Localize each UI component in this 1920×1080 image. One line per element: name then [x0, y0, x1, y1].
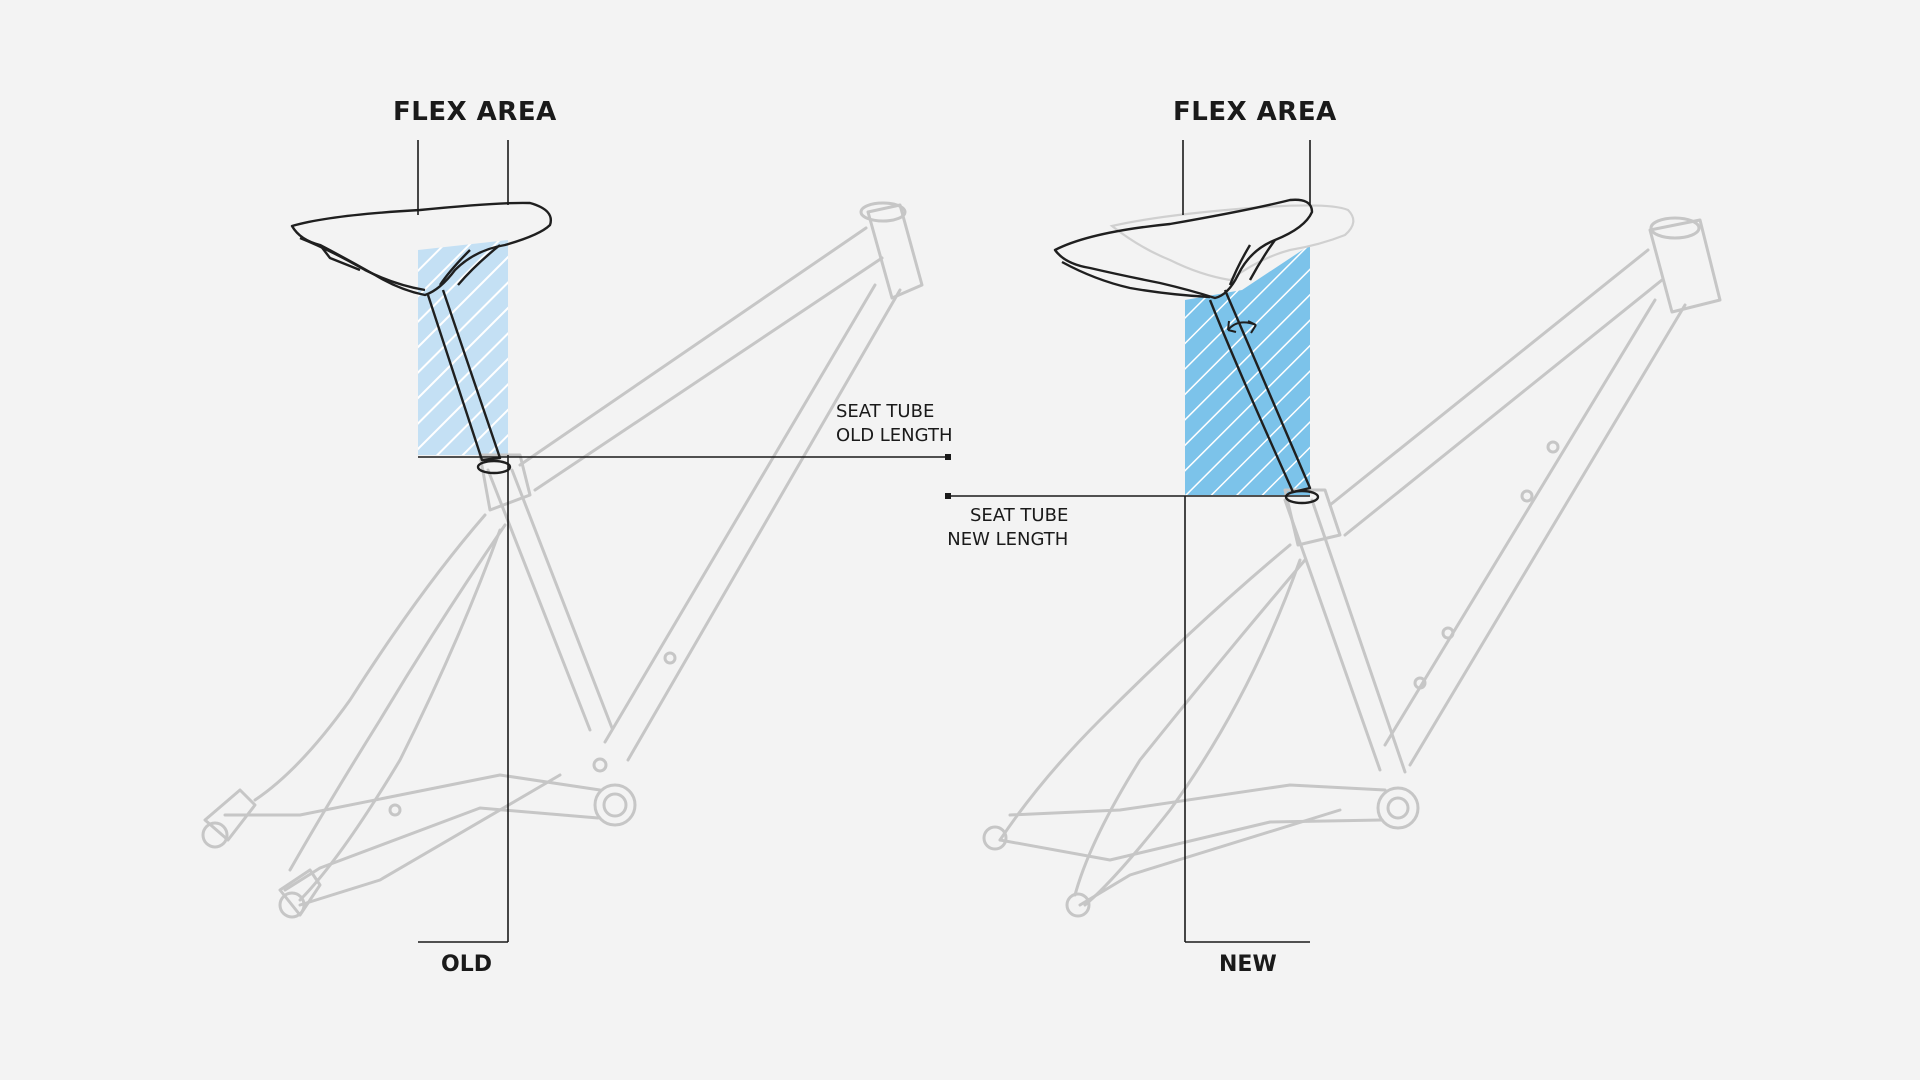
old-saddle [290, 201, 552, 297]
old-bike-frame [201, 201, 924, 919]
seat-tube-old-line1: SEAT TUBE [836, 401, 935, 422]
seat-tube-new-line2: NEW LENGTH [947, 529, 1069, 550]
old-caption: OLD [441, 952, 492, 977]
annotation-lines [417, 140, 1311, 943]
seat-tube-old-line2: OLD LENGTH [836, 425, 953, 446]
flex-area-left-label: FLEX AREA [393, 97, 557, 127]
flex-area-new [1185, 245, 1310, 495]
old-length-endpoint [945, 454, 951, 460]
old-frame-group [201, 201, 924, 919]
new-frame-group [982, 198, 1722, 918]
curved-double-arrow-icon [1227, 320, 1257, 334]
new-bike-frame [982, 216, 1722, 918]
seat-tube-new-length-label: SEAT TUBE NEW LENGTH [940, 504, 1068, 552]
new-caption: NEW [1219, 952, 1277, 977]
seat-tube-old-length-label: SEAT TUBE OLD LENGTH [836, 400, 952, 448]
flex-area-right-label: FLEX AREA [1173, 97, 1337, 127]
new-length-endpoint [945, 493, 951, 499]
new-seatpost [1208, 289, 1320, 505]
seat-tube-new-line1: SEAT TUBE [970, 505, 1069, 526]
ghost-saddle [1109, 204, 1355, 282]
old-seatpost [426, 289, 512, 475]
new-saddle [1053, 198, 1314, 300]
